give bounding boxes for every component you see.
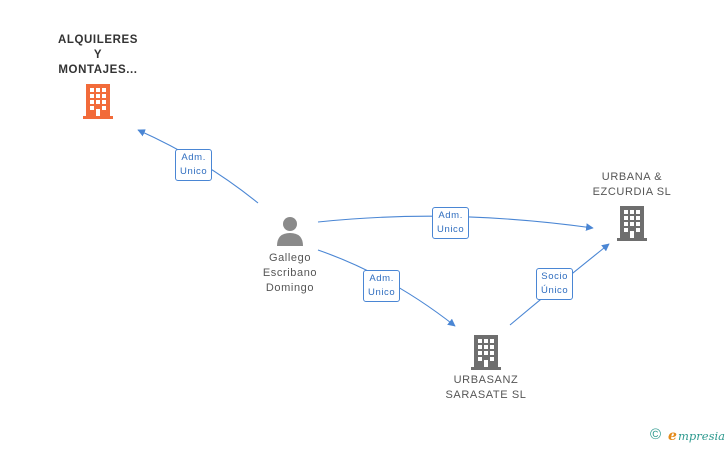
node-urbana[interactable]: URBANA & EZCURDIA SL: [580, 170, 684, 242]
edge-label-line1: Adm.: [438, 210, 463, 221]
empresia-brand: mpresia: [678, 429, 726, 443]
edge-label-line2: Unico: [437, 224, 465, 235]
copyright-symbol: ©: [650, 426, 662, 443]
node-urbasanz-label: URBASANZ SARASATE SL: [445, 374, 527, 401]
empresia-watermark[interactable]: © e mpresia: [650, 426, 726, 448]
building-icon: [83, 84, 113, 119]
node-alquileres-label: ALQUILERES Y MONTAJES...: [57, 34, 139, 76]
edge-label-line2: Unico: [368, 287, 396, 298]
node-urbasanz[interactable]: URBASANZ SARASATE SL: [436, 333, 536, 403]
empresia-logo-letter: e: [668, 428, 677, 444]
node-urbana-label: URBANA & EZCURDIA SL: [592, 171, 672, 198]
node-person[interactable]: Gallego Escribano Domingo: [240, 216, 340, 296]
edge-label-line2: Unico: [180, 166, 208, 177]
person-icon: [277, 217, 303, 246]
edge-label-person-urbana[interactable]: Adm. Unico: [432, 207, 470, 239]
edge-label-person-alquileres[interactable]: Adm. Unico: [175, 149, 213, 181]
edge-label-line2: Único: [541, 285, 569, 296]
edge-label-line1: Adm.: [181, 152, 206, 163]
edge-label-person-urbasanz[interactable]: Adm. Unico: [363, 270, 401, 302]
building-icon: [471, 335, 501, 370]
edge-label-urbasanz-urbana[interactable]: Socio Único: [536, 268, 574, 300]
building-icon: [617, 206, 647, 241]
node-alquileres[interactable]: ALQUILERES Y MONTAJES...: [46, 33, 150, 120]
edge-label-line1: Socio: [541, 271, 569, 282]
edge-label-line1: Adm.: [369, 273, 394, 284]
node-person-label: Gallego Escribano Domingo: [262, 252, 318, 294]
